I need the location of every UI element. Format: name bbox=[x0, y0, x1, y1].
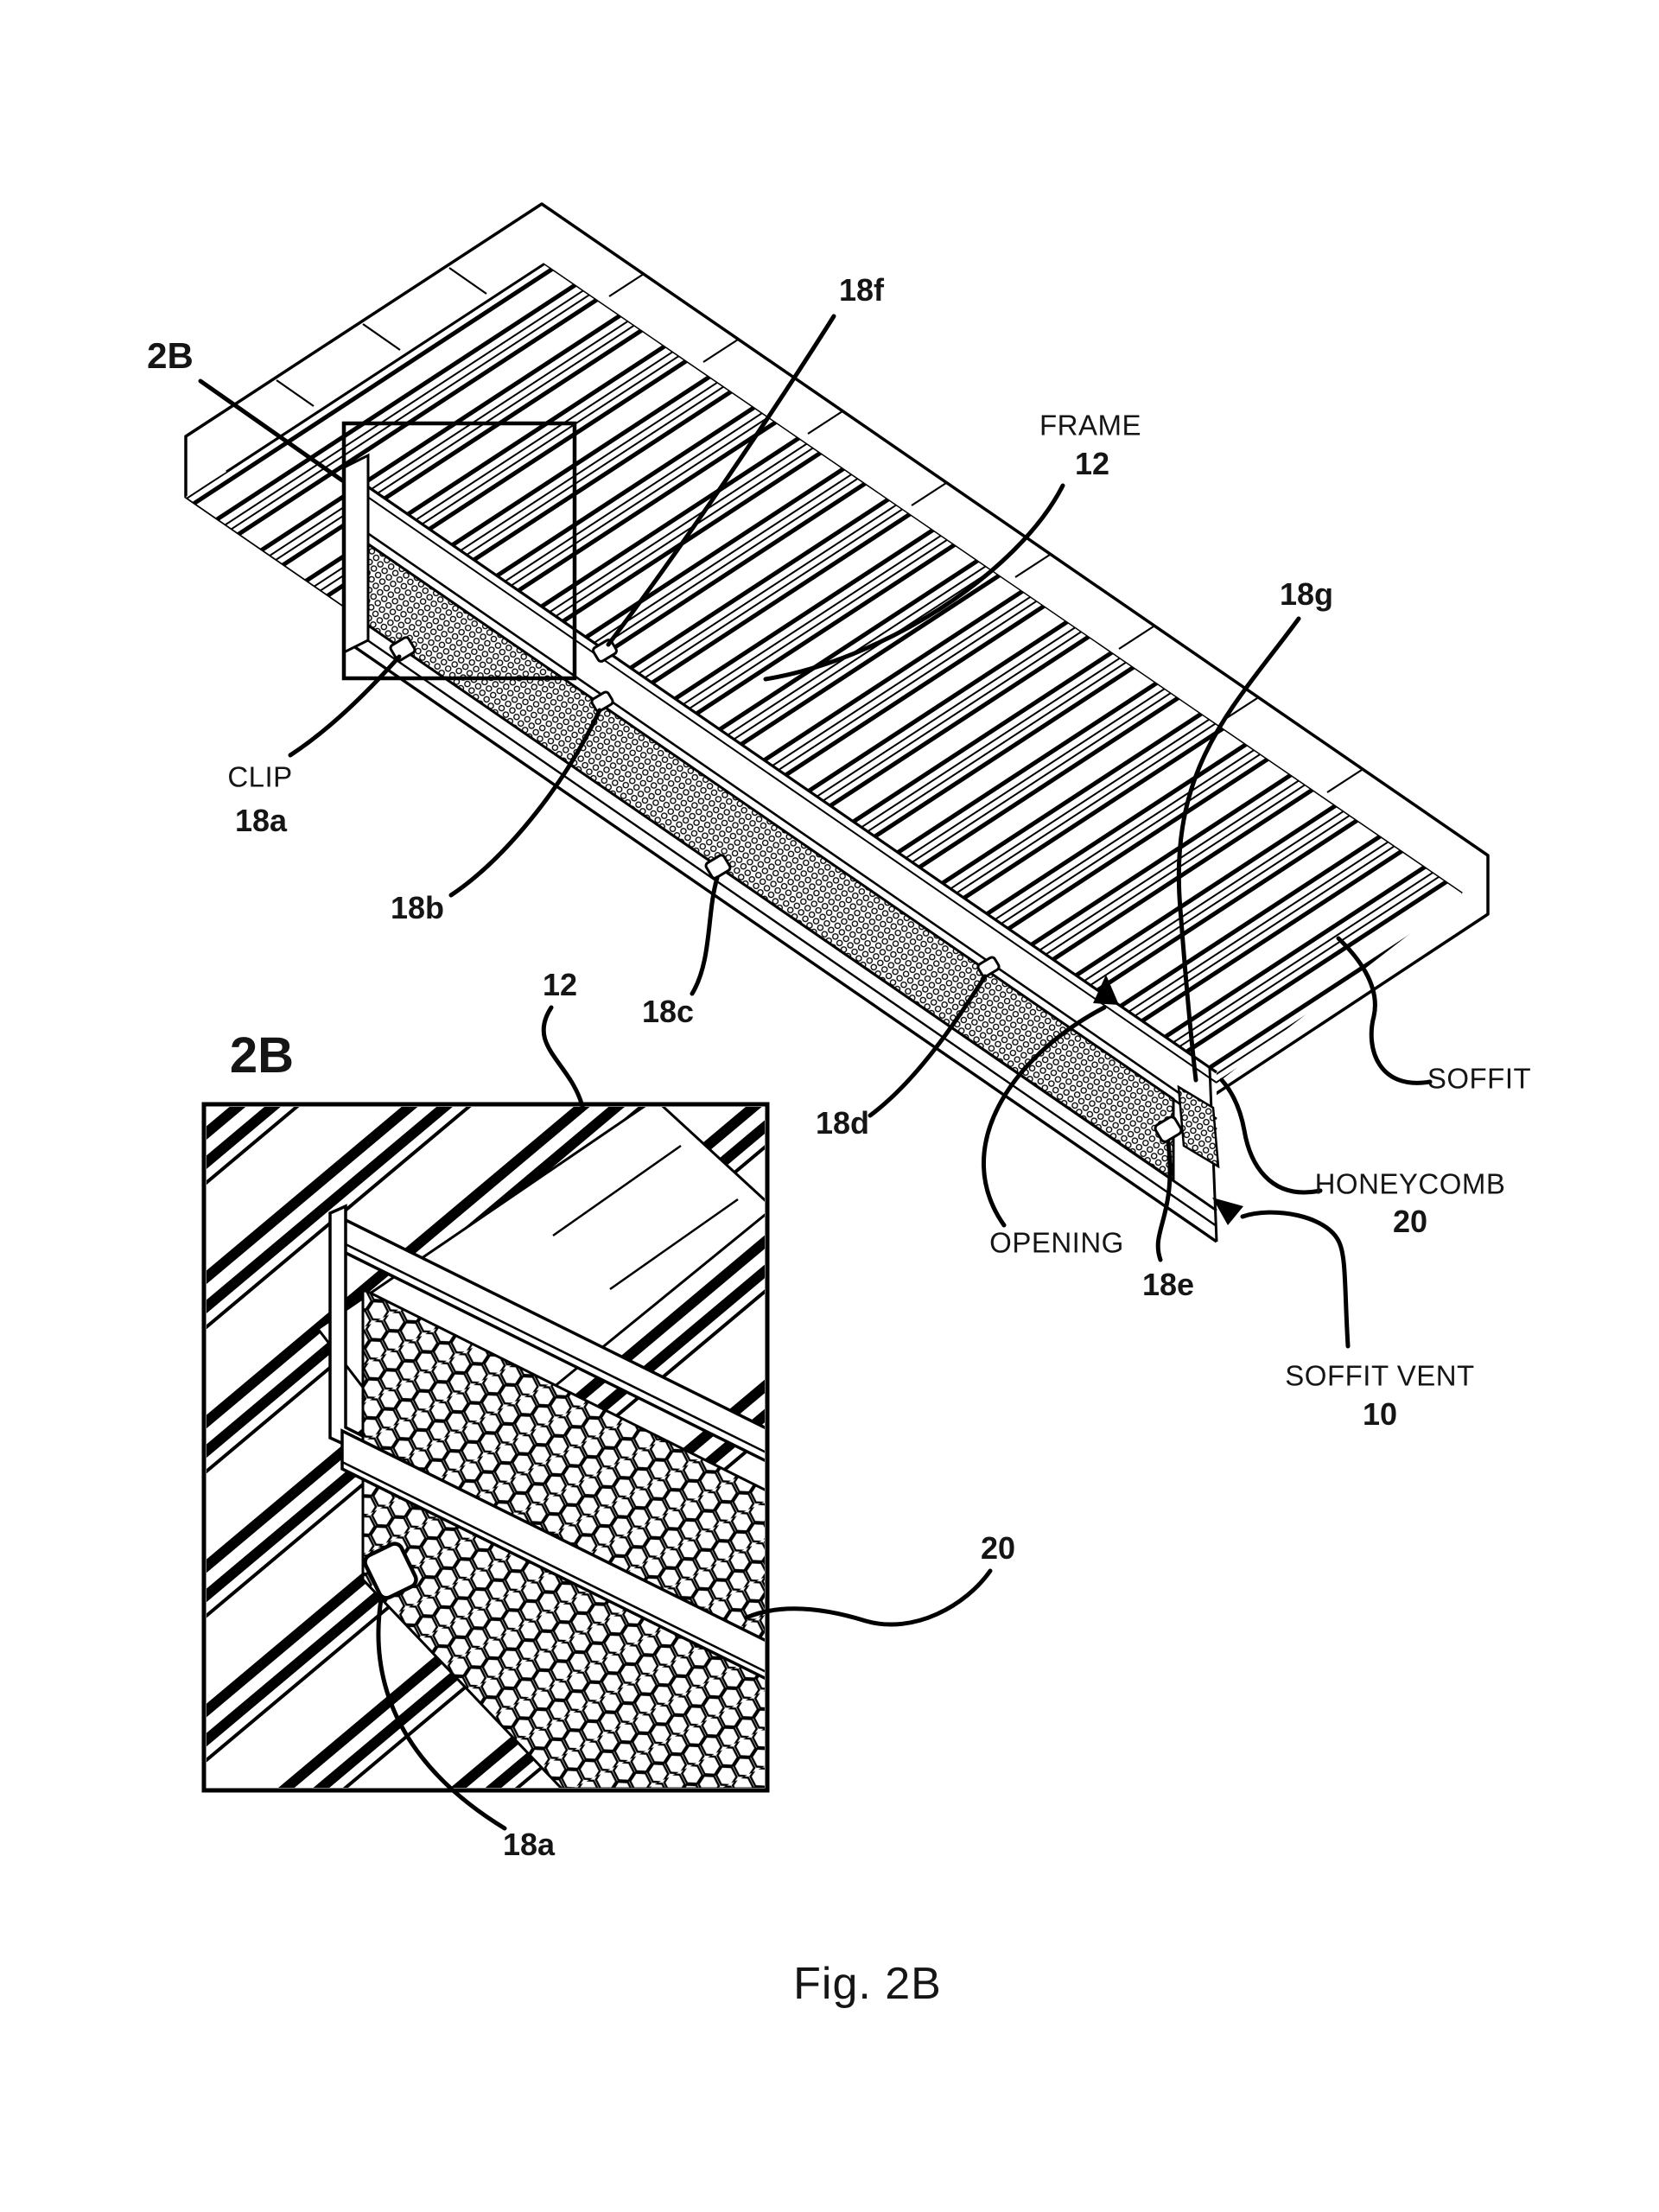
leader-18g bbox=[1176, 616, 1301, 1083]
leader-18c bbox=[690, 875, 720, 996]
honeycomb-end-piece bbox=[1177, 1084, 1220, 1169]
figure-caption: Fig. 2B bbox=[793, 1959, 942, 2009]
opening-arrowhead bbox=[1093, 975, 1119, 1005]
clip-18e bbox=[1154, 1116, 1183, 1143]
label-frame-word: FRAME bbox=[1039, 409, 1141, 442]
label-ref-18b: 18b bbox=[390, 890, 445, 925]
label-ref-18f: 18f bbox=[838, 272, 885, 308]
leader-18d bbox=[868, 974, 988, 1118]
label-detail-honeycomb-num: 20 bbox=[980, 1530, 1016, 1566]
detail-rail-inner-line bbox=[341, 1460, 765, 1673]
label-soffit-word: SOFFIT bbox=[1427, 1062, 1532, 1095]
label-ref-18g: 18g bbox=[1279, 576, 1334, 612]
leader-detail-20 bbox=[744, 1568, 993, 1627]
label-frame-num-2: 12 bbox=[542, 967, 578, 1002]
leader-clip-18a bbox=[288, 654, 402, 758]
soffit-vent-assembly bbox=[341, 421, 1220, 1243]
detail-clip-18a bbox=[363, 1541, 418, 1600]
detail-rail-inner-line bbox=[341, 1241, 765, 1453]
leader-detail-18a bbox=[376, 1597, 507, 1831]
leader-18f bbox=[606, 314, 836, 647]
leader-soffit-vent-10 bbox=[1240, 1210, 1351, 1349]
leader-lines bbox=[198, 314, 1433, 1349]
label-detail-clip-num: 18a bbox=[502, 1827, 556, 1862]
label-detail-view-marker-2b: 2B bbox=[229, 1027, 295, 1084]
label-ref-18d: 18d bbox=[815, 1105, 870, 1141]
detail-plank-line bbox=[609, 1198, 739, 1291]
leader-frame-12 bbox=[763, 483, 1065, 682]
label-ref-18c: 18c bbox=[641, 994, 695, 1029]
detail-honeycomb-panel bbox=[361, 1287, 765, 1788]
frame-left-end-cap bbox=[342, 453, 370, 655]
label-soffit-vent-word: SOFFIT VENT bbox=[1285, 1359, 1475, 1392]
clip-18c bbox=[704, 854, 732, 880]
label-opening-word: OPENING bbox=[989, 1226, 1124, 1259]
label-soffit-vent-num: 10 bbox=[1362, 1396, 1398, 1432]
detail-view-2b bbox=[201, 1102, 993, 1831]
clip-18a bbox=[389, 636, 416, 662]
label-ref-18e: 18e bbox=[1141, 1267, 1195, 1302]
label-detail-marker-2b: 2B bbox=[147, 335, 194, 376]
label-frame-num: 12 bbox=[1074, 446, 1110, 481]
leader-2b-marker bbox=[198, 378, 345, 483]
leader-opening bbox=[981, 1005, 1107, 1228]
leader-honeycomb-20 bbox=[1219, 1077, 1323, 1195]
soffit-slab bbox=[184, 202, 1490, 1151]
frame-clips bbox=[389, 636, 1183, 1143]
detail-plank-line bbox=[552, 1144, 682, 1237]
label-clip-word: CLIP bbox=[227, 760, 293, 793]
label-clip-num: 18a bbox=[234, 803, 288, 838]
leader-18e bbox=[1155, 1140, 1173, 1262]
detail-marker-box bbox=[341, 421, 577, 681]
detail-view-border bbox=[201, 1102, 770, 1793]
clip-18b bbox=[590, 690, 614, 713]
clip-18f bbox=[592, 639, 618, 663]
label-honeycomb-num: 20 bbox=[1392, 1204, 1428, 1239]
clip-18d bbox=[976, 956, 1001, 978]
leader-18b bbox=[448, 708, 602, 898]
leader-soffit bbox=[1336, 936, 1433, 1085]
detail-frame-bottom-rail bbox=[340, 1428, 765, 1681]
label-honeycomb-word: HONEYCOMB bbox=[1314, 1167, 1506, 1200]
soffit-vent-arrowhead bbox=[1212, 1198, 1243, 1225]
